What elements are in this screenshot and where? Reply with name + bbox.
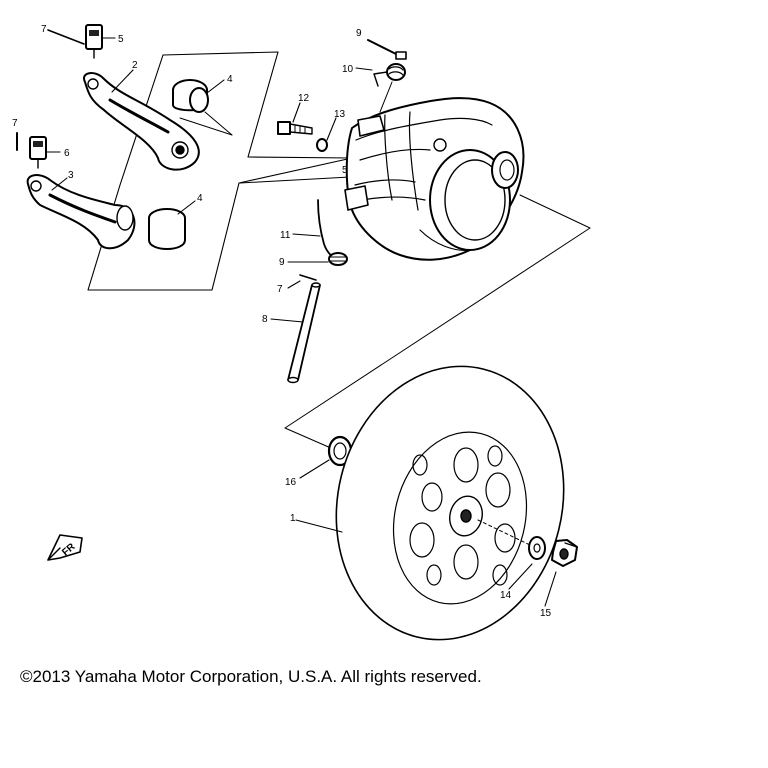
bushing-lower bbox=[148, 208, 186, 250]
return-spring-upper bbox=[373, 63, 406, 87]
lever-group-frame bbox=[87, 51, 353, 291]
washer-14 bbox=[528, 536, 546, 560]
callout-7-top: 7 bbox=[41, 24, 47, 35]
callout-12: 12 bbox=[298, 93, 310, 104]
callout-1: 1 bbox=[290, 513, 296, 524]
callout-10: 10 bbox=[342, 64, 354, 75]
callout-4-lower: 4 bbox=[197, 193, 203, 204]
leader-line bbox=[239, 176, 351, 184]
leader-line bbox=[519, 194, 591, 229]
washer-13 bbox=[316, 138, 328, 152]
callout-7-lower: 7 bbox=[277, 284, 283, 295]
lever-arm-upper bbox=[83, 72, 200, 171]
adjust-screw bbox=[367, 39, 407, 60]
callout-7-left: 7 bbox=[12, 118, 18, 129]
callout-9-top: 9 bbox=[356, 28, 362, 39]
callout-5-lower: 5 bbox=[342, 165, 348, 176]
bushing-upper bbox=[172, 79, 209, 113]
callout-13: 13 bbox=[334, 109, 346, 120]
spring-wire bbox=[317, 199, 335, 259]
leader-line bbox=[379, 81, 393, 113]
clamp-block-upper bbox=[85, 24, 103, 59]
leader-line bbox=[477, 519, 531, 546]
callout-6: 6 bbox=[64, 148, 70, 159]
callout-9-lower: 9 bbox=[279, 257, 285, 268]
callout-leaders bbox=[46, 37, 557, 607]
hex-nut bbox=[551, 539, 578, 567]
leader-line bbox=[284, 227, 591, 429]
callout-14: 14 bbox=[500, 590, 512, 601]
callout-4-upper: 4 bbox=[227, 74, 233, 85]
bolt bbox=[277, 121, 313, 135]
brake-disc bbox=[335, 365, 565, 641]
brake-caliper bbox=[344, 97, 525, 261]
lever-arm-lower bbox=[26, 174, 136, 250]
leader-line bbox=[204, 111, 233, 136]
callout-5-top: 5 bbox=[118, 34, 124, 45]
copyright-notice: ©2013 Yamaha Motor Corporation, U.S.A. A… bbox=[20, 667, 482, 686]
callout-15: 15 bbox=[540, 608, 552, 619]
clamp-block-lower bbox=[29, 136, 47, 169]
callout-16: 16 bbox=[285, 477, 297, 488]
front-direction-mark: FR bbox=[47, 534, 83, 561]
callout-3: 3 bbox=[68, 170, 74, 181]
return-spring-lower bbox=[328, 252, 348, 266]
pin-upper bbox=[47, 29, 85, 45]
callout-11: 11 bbox=[280, 230, 291, 241]
pin-7-lower bbox=[299, 274, 317, 281]
callout-8: 8 bbox=[262, 314, 268, 325]
leader-line bbox=[179, 117, 233, 136]
callout-2: 2 bbox=[132, 60, 138, 71]
axle-shaft bbox=[287, 282, 321, 384]
